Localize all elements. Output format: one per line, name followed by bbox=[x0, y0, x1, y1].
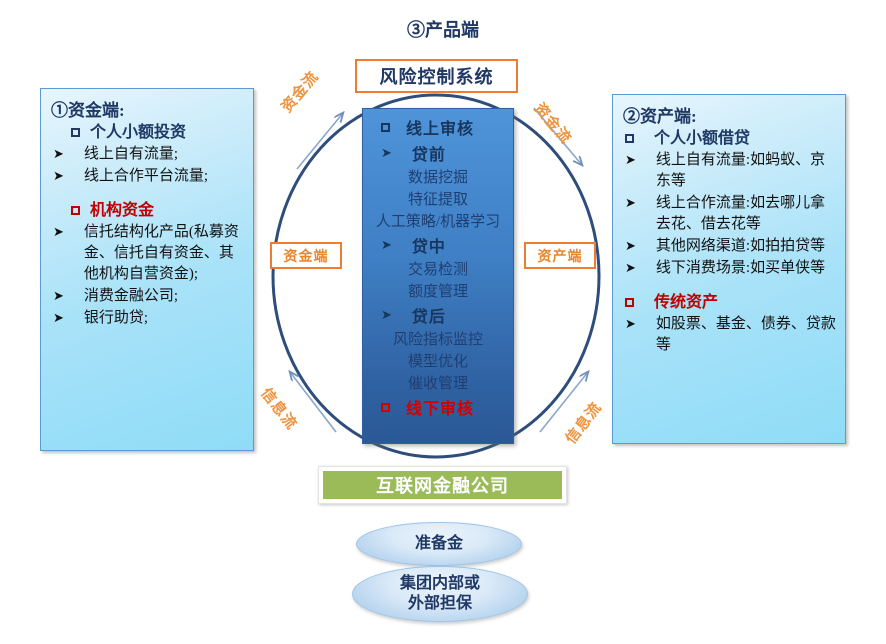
core-row-offline-review: 线下审核 bbox=[381, 395, 509, 419]
risk-control-system-box: 风险控制系统 bbox=[355, 59, 518, 93]
core-row-label: 贷前 bbox=[411, 147, 446, 164]
list-item-label: 线上合作平台流量; bbox=[83, 168, 209, 184]
list-item: ➤ 消费金融公司; bbox=[53, 286, 247, 307]
core-row-feature-extraction: 特征提取 bbox=[407, 192, 468, 208]
arrow-bullet-icon: ➤ bbox=[381, 237, 392, 253]
list-item: ➤ 如股票、基金、债券、贷款等 bbox=[625, 314, 839, 356]
core-row-online-review: 线上审核 bbox=[381, 115, 509, 139]
arrow-bullet-icon: ➤ bbox=[381, 145, 392, 161]
label-fund-flow-top-left: 资金流 bbox=[279, 68, 323, 116]
list-item-label: 消费金融公司; bbox=[83, 288, 179, 304]
core-row-label: 线下审核 bbox=[406, 401, 475, 418]
list-item-label: 其他网络渠道:如拍拍贷等 bbox=[655, 238, 826, 254]
label-info-flow-bottom-right: 信息流 bbox=[563, 399, 606, 448]
arrow-bullet-icon: ➤ bbox=[625, 239, 636, 254]
list-item-label: 如股票、基金、债券、贷款等 bbox=[655, 316, 836, 353]
square-bullet-icon bbox=[625, 298, 634, 307]
arrow-bullet-icon: ➤ bbox=[53, 225, 64, 240]
group-heading-label: 个人小额投资 bbox=[90, 124, 187, 141]
spacer bbox=[49, 188, 247, 200]
asset-end-panel: ②资产端: 个人小额借贷 ➤ 线上自有流量:如蚂蚁、京东等 ➤ 线上合作流量:如… bbox=[612, 94, 846, 444]
oval-guarantee-text: 集团内部或 外部担保 bbox=[400, 574, 480, 614]
square-bullet-icon bbox=[625, 134, 634, 143]
core-row-data-mining: 数据挖掘 bbox=[407, 170, 468, 186]
arrow-bullet-icon: ➤ bbox=[53, 289, 64, 304]
arrow-bullet-icon: ➤ bbox=[53, 311, 64, 326]
internet-finance-company-bar: 互联网金融公司 bbox=[318, 466, 567, 504]
list-item-label: 信托结构化产品(私募资金、信托自有资金、其他机构自营资金); bbox=[83, 224, 239, 282]
arrow-fund-flow-top-left bbox=[296, 113, 343, 170]
core-row-in-loan: ➤ 贷中 bbox=[381, 233, 509, 257]
list-item: ➤ 信托结构化产品(私募资金、信托自有资金、其他机构自营资金); bbox=[53, 222, 247, 285]
group-heading-traditional-assets: 传统资产 bbox=[625, 292, 839, 313]
group-heading-personal-lending: 个人小额借贷 bbox=[625, 128, 839, 149]
arrow-bullet-icon: ➤ bbox=[625, 196, 636, 211]
list-item: ➤ 银行助贷; bbox=[53, 308, 247, 329]
label-fund-flow-top-right: 资金流 bbox=[530, 100, 574, 148]
oval-reserve-fund: 准备金 bbox=[356, 522, 522, 566]
list-item: ➤ 线上合作平台流量; bbox=[53, 166, 247, 187]
square-bullet-icon bbox=[381, 122, 390, 132]
product-core-panel: 线上审核 ➤ 贷前 数据挖掘 特征提取 人工策略/机器学习 ➤ 贷中 交易检测 … bbox=[362, 108, 514, 444]
core-row-strategy-ml: 人工策略/机器学习 bbox=[375, 214, 501, 230]
list-item-label: 线下消费场景:如买单侠等 bbox=[655, 260, 826, 276]
core-row-collection-mgmt: 催收管理 bbox=[407, 376, 468, 392]
arrow-bullet-icon: ➤ bbox=[53, 147, 64, 162]
core-row-label: 线上审核 bbox=[406, 121, 475, 138]
label-info-flow-bottom-left: 信息流 bbox=[257, 385, 300, 434]
arrow-bullet-icon: ➤ bbox=[625, 153, 636, 168]
list-item-label: 线上自有流量; bbox=[83, 146, 179, 162]
square-bullet-icon bbox=[71, 206, 80, 215]
list-item: ➤ 线下消费场景:如买单侠等 bbox=[625, 258, 839, 279]
list-item: ➤ 线上自有流量:如蚂蚁、京东等 bbox=[625, 150, 839, 192]
list-item: ➤ 线上自有流量; bbox=[53, 144, 247, 165]
company-bar-label: 互联网金融公司 bbox=[323, 471, 562, 499]
core-row-credit-limit-mgmt: 额度管理 bbox=[407, 284, 468, 300]
tab-capital-end: 资金端 bbox=[270, 242, 342, 269]
core-row-transaction-detection: 交易检测 bbox=[407, 262, 468, 278]
group-heading-personal-investment: 个人小额投资 bbox=[71, 122, 247, 143]
tab-asset-end: 资产端 bbox=[524, 242, 596, 269]
list-item-label: 线上合作流量:如去哪儿拿去花、借去花等 bbox=[655, 195, 826, 232]
arrow-bullet-icon: ➤ bbox=[53, 169, 64, 184]
list-item: ➤ 线上合作流量:如去哪儿拿去花、借去花等 bbox=[625, 193, 839, 235]
arrow-bullet-icon: ➤ bbox=[381, 307, 392, 323]
core-row-post-loan: ➤ 贷后 bbox=[381, 303, 509, 327]
oval-guarantee-line2: 外部担保 bbox=[407, 595, 472, 612]
core-row-model-optimization: 模型优化 bbox=[407, 354, 468, 370]
list-item-label: 线上自有流量:如蚂蚁、京东等 bbox=[655, 152, 826, 189]
square-bullet-icon bbox=[71, 128, 80, 137]
arrow-bullet-icon: ➤ bbox=[625, 261, 636, 276]
panel-title: ②资产端: bbox=[623, 107, 697, 126]
oval-guarantee: 集团内部或 外部担保 bbox=[352, 566, 528, 622]
spacer bbox=[621, 280, 839, 292]
capital-end-panel: ①资金端: 个人小额投资 ➤ 线上自有流量; ➤ 线上合作平台流量; 机构资金 … bbox=[40, 88, 254, 451]
panel-title: ①资金端: bbox=[51, 101, 125, 120]
arrow-bullet-icon: ➤ bbox=[625, 317, 636, 332]
core-row-pre-loan: ➤ 贷前 bbox=[381, 141, 509, 165]
core-row-label: 贷中 bbox=[411, 239, 446, 256]
list-item: ➤ 其他网络渠道:如拍拍贷等 bbox=[625, 236, 839, 257]
group-heading-label: 机构资金 bbox=[90, 202, 155, 219]
group-heading-label: 个人小额借贷 bbox=[654, 130, 751, 147]
group-heading-label: 传统资产 bbox=[654, 294, 719, 311]
oval-guarantee-line1: 集团内部或 bbox=[399, 575, 480, 592]
group-heading-institutional-funds: 机构资金 bbox=[71, 200, 247, 221]
page-title: ③产品端 bbox=[407, 20, 479, 40]
square-bullet-icon bbox=[381, 402, 390, 412]
core-row-label: 贷后 bbox=[411, 309, 446, 326]
core-row-risk-monitoring: 风险指标监控 bbox=[392, 332, 483, 348]
list-item-label: 银行助贷; bbox=[83, 310, 149, 326]
